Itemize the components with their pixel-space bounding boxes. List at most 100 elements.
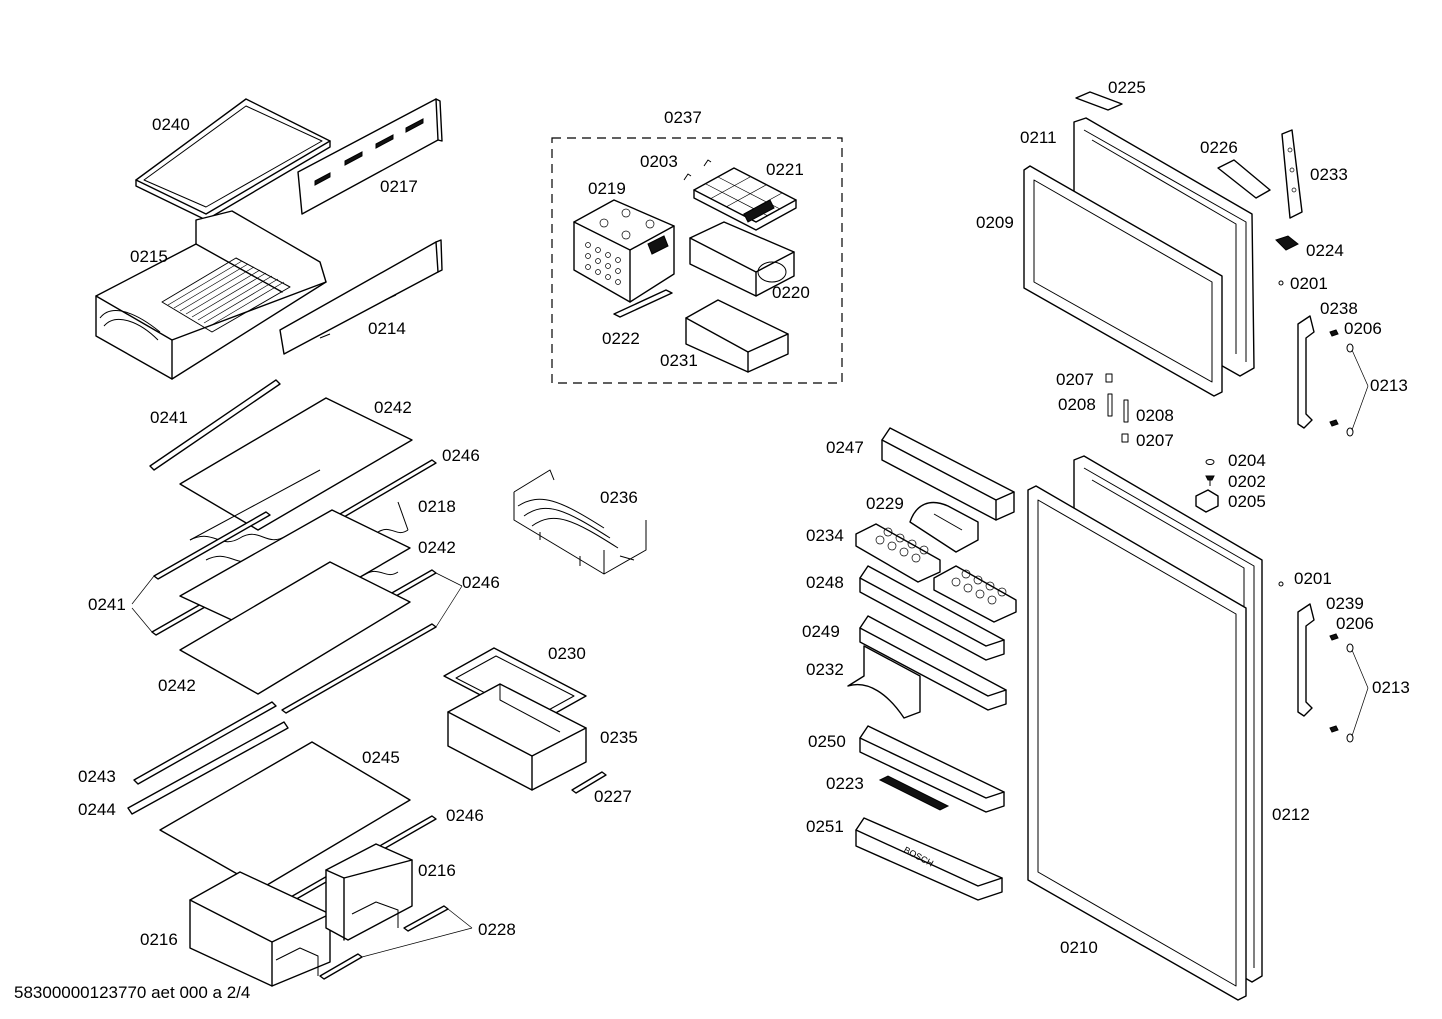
part-0251-bin: BOSCH (855, 817, 1003, 901)
leader-lines-left (131, 572, 463, 633)
group-0237-box (551, 137, 843, 384)
part-0209-gasket (1023, 165, 1223, 397)
label-0207-right: 0207 (1136, 431, 1174, 450)
label-0206-bottom: 0206 (1336, 614, 1374, 633)
part-0242-shelf-3 (179, 561, 411, 695)
part-0217-panel (297, 98, 443, 215)
part-0250-bin (859, 725, 1005, 813)
label-0213-top: 0213 (1370, 376, 1408, 395)
part-0247-bin (881, 427, 1015, 521)
label-0217: 0217 (380, 177, 418, 196)
label-0248: 0248 (806, 573, 844, 592)
part-0233-hinge (1281, 129, 1303, 219)
label-0240: 0240 (152, 115, 190, 134)
label-0245: 0245 (362, 748, 400, 767)
label-0214: 0214 (368, 319, 406, 338)
part-0201-screw-a (1278, 280, 1284, 286)
label-0242-mid: 0242 (418, 538, 456, 557)
part-0244-strip (127, 721, 289, 815)
label-0246-mid: 0246 (462, 573, 500, 592)
label-0216-left: 0216 (140, 930, 178, 949)
label-0212: 0212 (1272, 805, 1310, 824)
label-0235: 0235 (600, 728, 638, 747)
label-0238: 0238 (1320, 299, 1358, 318)
label-0201-top: 0201 (1290, 274, 1328, 293)
label-0246-top: 0246 (442, 446, 480, 465)
part-0216-drawers (189, 843, 413, 987)
label-0201-bottom: 0201 (1294, 569, 1332, 588)
part-0232-divider (847, 645, 921, 719)
label-0202: 0202 (1228, 472, 1266, 491)
part-0228-strips (319, 905, 473, 980)
label-0233: 0233 (1310, 165, 1348, 184)
label-0234: 0234 (806, 526, 844, 545)
label-0224: 0224 (1306, 241, 1344, 260)
label-0247: 0247 (826, 438, 864, 457)
label-0222: 0222 (602, 329, 640, 348)
part-0242-shelf-1 (179, 397, 413, 531)
label-0211: 0211 (1020, 128, 1057, 147)
label-0219: 0219 (588, 179, 626, 198)
label-0215: 0215 (130, 247, 168, 266)
label-0243: 0243 (78, 767, 116, 786)
part-0231-tray (685, 299, 789, 373)
label-0218: 0218 (418, 497, 456, 516)
label-0208-right: 0208 (1136, 406, 1174, 425)
part-0220-drawer (689, 221, 795, 297)
part-0213-caps-b (1346, 643, 1369, 743)
part-0239-handle (1297, 603, 1315, 717)
label-0250: 0250 (808, 732, 846, 751)
part-0225-cover (1075, 91, 1123, 111)
label-0242-top: 0242 (374, 398, 412, 417)
label-0204: 0204 (1228, 451, 1266, 470)
part-0227-strip (571, 771, 607, 794)
label-0208-left: 0208 (1058, 395, 1096, 414)
part-0219-housing (573, 199, 675, 303)
part-0229-cover (909, 501, 979, 553)
label-0244: 0244 (78, 800, 116, 819)
part-0243-strip (133, 701, 277, 785)
label-0227: 0227 (594, 787, 632, 806)
label-0239: 0239 (1326, 594, 1364, 613)
footer-document-id: 58300000123770 aet 000 a 2/4 (14, 983, 250, 1002)
part-0249-bin (859, 615, 1007, 711)
label-0237: 0237 (664, 108, 702, 127)
label-0216-right: 0216 (418, 861, 456, 880)
label-0225: 0225 (1108, 78, 1146, 97)
part-0215-tray (95, 210, 327, 380)
part-0245-shelf (159, 741, 411, 889)
label-0241-top: 0241 (150, 408, 188, 427)
part-0234-egg-tray (855, 523, 941, 583)
part-0238-handle (1297, 315, 1315, 429)
part-0223-strip (878, 775, 950, 811)
part-0222-strip (613, 289, 673, 318)
part-0204-0202-0205 (1195, 459, 1219, 513)
part-0240-glass-cover (135, 98, 331, 221)
label-0249: 0249 (802, 622, 840, 641)
label-0232: 0232 (806, 660, 844, 679)
part-0214-rail (279, 239, 443, 355)
label-0229: 0229 (866, 494, 904, 513)
part-0236-wire-rack (513, 469, 647, 575)
label-0241-lower: 0241 (88, 595, 126, 614)
part-0207-0208-pins (1105, 373, 1129, 443)
label-0246-low: 0246 (446, 806, 484, 825)
label-0228: 0228 (478, 920, 516, 939)
label-0207-left: 0207 (1056, 370, 1094, 389)
part-labels: 0240 0217 0215 0214 0237 0203 0221 0219 … (78, 78, 1410, 957)
part-0206-screws-a (1329, 329, 1339, 427)
label-0226: 0226 (1200, 138, 1238, 157)
label-0242-low: 0242 (158, 676, 196, 695)
part-0235-bin (447, 683, 587, 791)
label-0203: 0203 (640, 152, 678, 171)
part-0241-strip-top (149, 379, 281, 471)
label-0221: 0221 (766, 160, 804, 179)
label-0236: 0236 (600, 488, 638, 507)
part-0248-bin (859, 565, 1005, 661)
label-0209: 0209 (976, 213, 1014, 232)
part-0206-screws-b (1329, 633, 1339, 733)
part-0201-screw-b (1278, 581, 1284, 587)
label-0206-top: 0206 (1344, 319, 1382, 338)
